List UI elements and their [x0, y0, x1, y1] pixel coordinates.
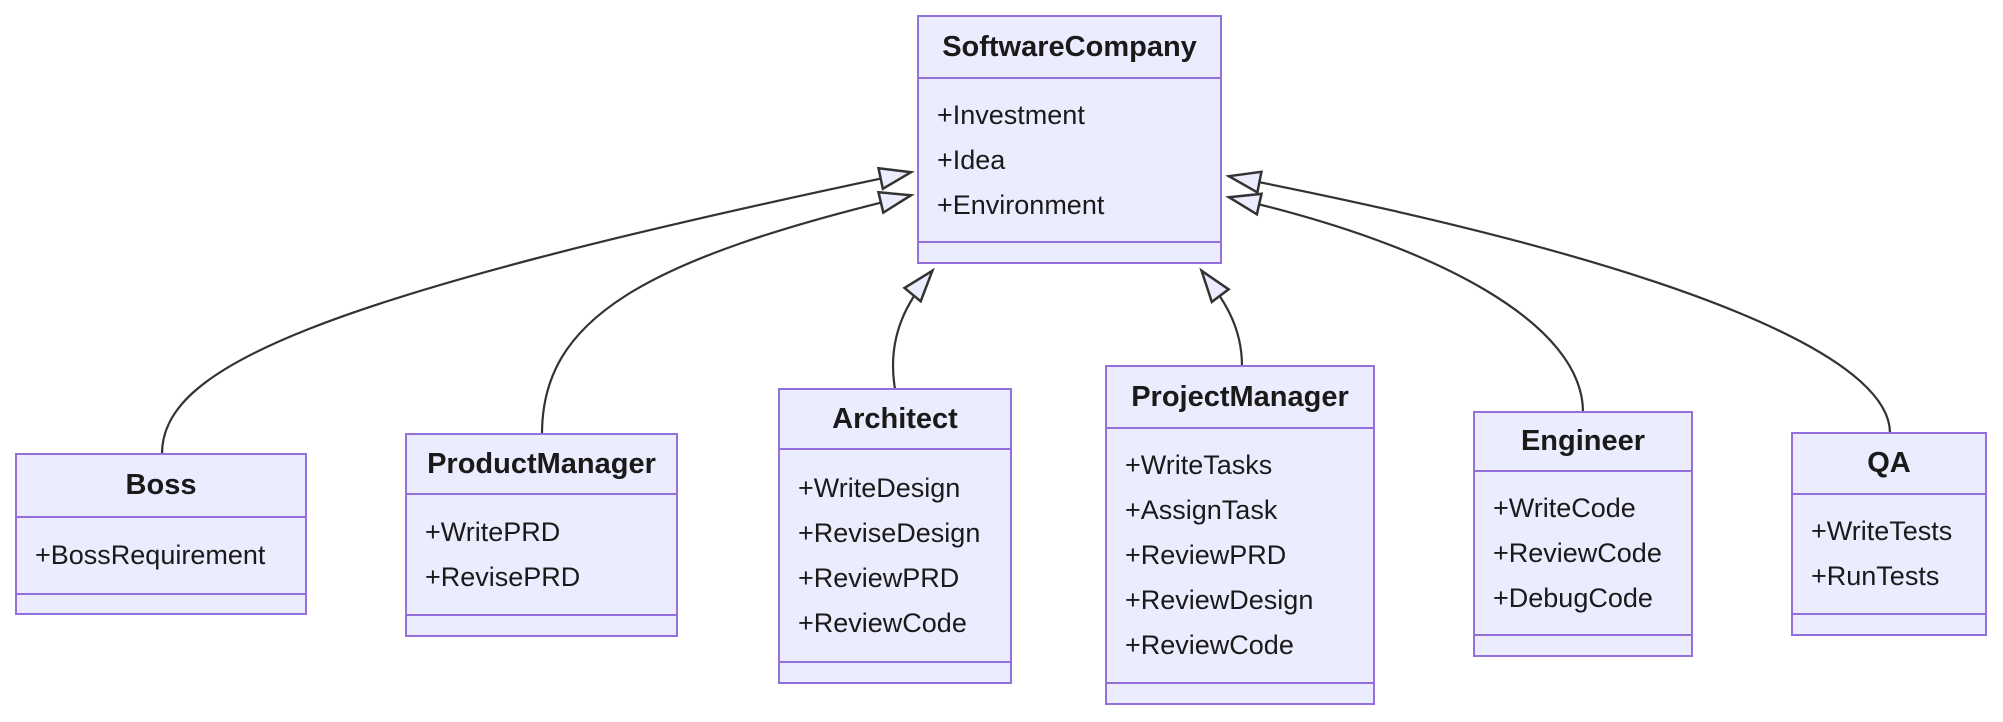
edge-productmanager-inheritance [540, 190, 915, 435]
class-attributes: +BossRequirement [17, 516, 305, 593]
class-title: QA [1867, 447, 1911, 479]
class-attribute: +AssignTask [1125, 495, 1278, 525]
class-architect: Architect +WriteDesign +ReviseDesign +Revi… [778, 388, 1012, 684]
class-attribute: +WriteDesign [798, 472, 961, 503]
class-methods-empty [1475, 634, 1691, 655]
class-attribute: +RunTests [1811, 561, 1940, 591]
class-methods-empty [1793, 613, 1985, 634]
class-methods-empty [17, 593, 305, 613]
class-projectmanager: ProjectManager +WriteTasks +AssignTask +Re… [1105, 365, 1375, 705]
class-softwarecompany: SoftwareCompany +Investment +Idea +Environ… [917, 15, 1222, 264]
class-attribute: +Environment [937, 189, 1105, 220]
class-attribute: +ReviewCode [1493, 537, 1662, 568]
class-attributes: +WriteCode +ReviewCode +DebugCode [1475, 470, 1691, 634]
edge-architect-inheritance [891, 267, 935, 390]
class-attribute: +DebugCode [1493, 582, 1653, 613]
class-attributes: +Investment +Idea +Environment [919, 77, 1220, 241]
class-attribute: +ReviewPRD [1125, 540, 1287, 570]
class-attribute: +BossRequirement [35, 540, 266, 570]
class-attributes: +WriteTests +RunTests [1793, 493, 1985, 613]
class-attribute: +ReviewCode [1125, 630, 1294, 660]
edge-projectmanager-inheritance [1199, 267, 1244, 367]
class-attribute: +ReviewCode [798, 607, 967, 638]
class-title: Boss [125, 469, 197, 501]
class-title: ProjectManager [1131, 380, 1349, 413]
class-methods-empty [780, 661, 1010, 682]
class-qa: QA +WriteTests +RunTests [1791, 432, 1987, 636]
edge-engineer-inheritance [1225, 192, 1585, 413]
class-attribute: +WriteTasks [1125, 450, 1273, 480]
class-title: Engineer [1520, 425, 1646, 457]
class-attributes: +WriteDesign +ReviseDesign +ReviewPRD +Revi… [780, 448, 1010, 661]
class-attributes: +WriteTasks +AssignTask +ReviewPRD +ReviewD… [1107, 427, 1373, 682]
class-boss: Boss +BossRequirement [15, 453, 307, 615]
class-engineer: Engineer +WriteCode +ReviewCode +DebugCode [1473, 411, 1693, 657]
class-methods-empty [1107, 682, 1373, 703]
class-methods-empty [407, 614, 676, 635]
class-attribute: +Idea [937, 144, 1006, 175]
class-productmanager: ProductManager +WritePRD +RevisePRD [405, 433, 678, 637]
class-attribute: +WritePRD [425, 516, 561, 547]
class-attribute: +ReviseDesign [798, 517, 981, 548]
class-attribute: +WriteCode [1493, 492, 1636, 523]
edge-qa-inheritance [1225, 170, 1892, 434]
class-attribute: +WriteTests [1811, 516, 1953, 546]
class-attribute: +Investment [937, 99, 1085, 130]
class-attribute: +RevisePRD [425, 561, 581, 592]
class-title: Architect [832, 402, 958, 435]
edge-boss-inheritance [160, 166, 915, 455]
class-methods-empty [919, 241, 1220, 262]
class-attributes: +WritePRD +RevisePRD [407, 493, 676, 614]
class-title: SoftwareCompany [942, 30, 1197, 63]
class-title: ProductManager [427, 447, 656, 480]
class-attribute: +ReviewPRD [798, 562, 960, 593]
class-attribute: +ReviewDesign [1125, 585, 1314, 615]
